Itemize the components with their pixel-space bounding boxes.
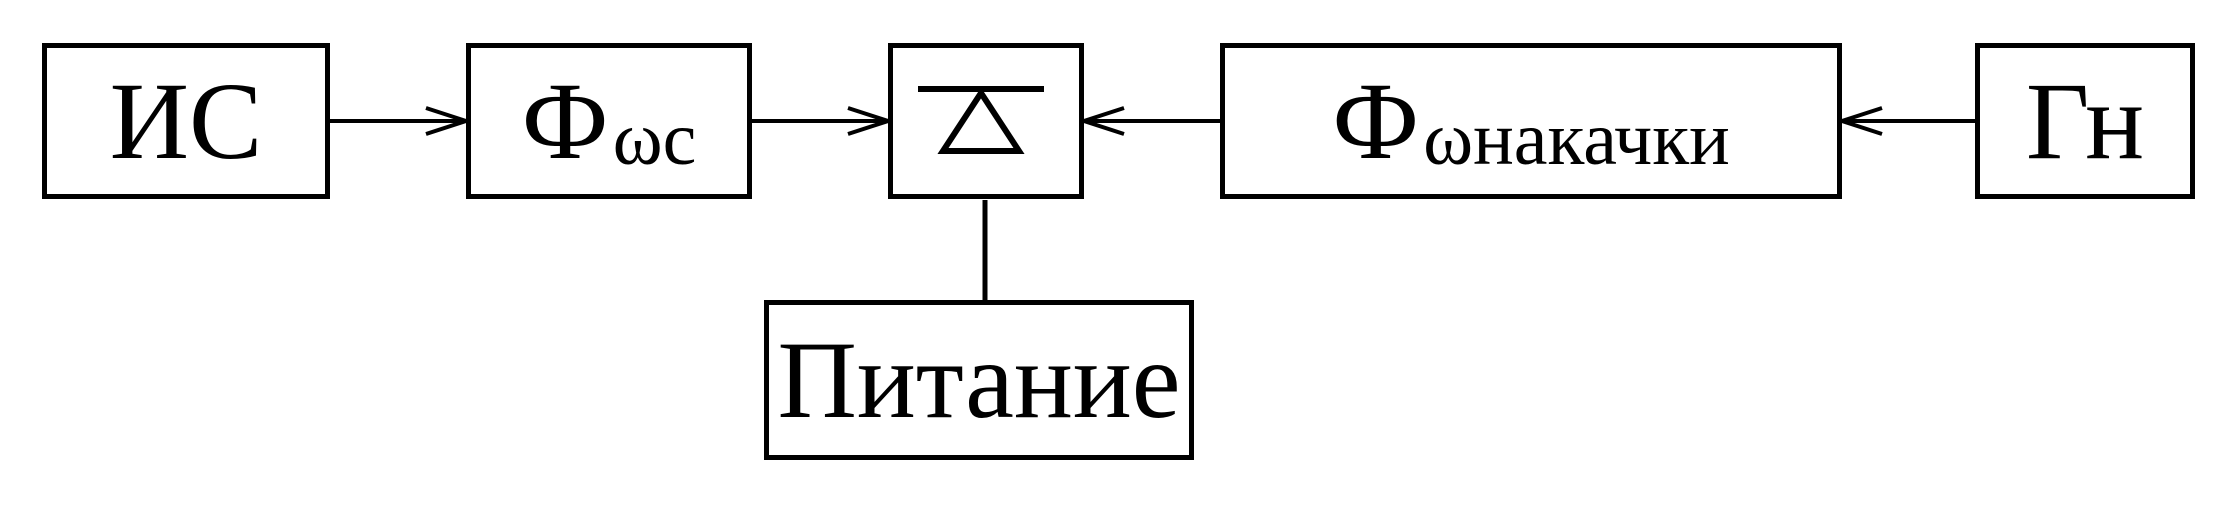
signal-filter-subscript: ωc: [612, 96, 697, 181]
power-block: Питание: [764, 300, 1194, 460]
source-block: ИС: [42, 43, 330, 199]
pump-generator-label: Гн: [2025, 60, 2145, 182]
source-label: ИС: [109, 60, 263, 182]
diode-block: [888, 43, 1084, 199]
arrow-pump-filter-to-diode: [1077, 106, 1220, 136]
arrow-source-to-filter: [330, 106, 473, 136]
signal-filter-label: Ф: [521, 59, 609, 182]
pump-filter-subscript: ωнакачки: [1423, 96, 1730, 181]
power-label: Питание: [777, 319, 1181, 441]
pump-filter-label: Ф: [1332, 59, 1420, 182]
arrow-generator-to-pump-filter: [1835, 106, 1975, 136]
diode-icon: [918, 86, 1044, 154]
arrow-filter-to-diode: [752, 106, 895, 136]
pump-generator-block: Гн: [1975, 43, 2195, 199]
